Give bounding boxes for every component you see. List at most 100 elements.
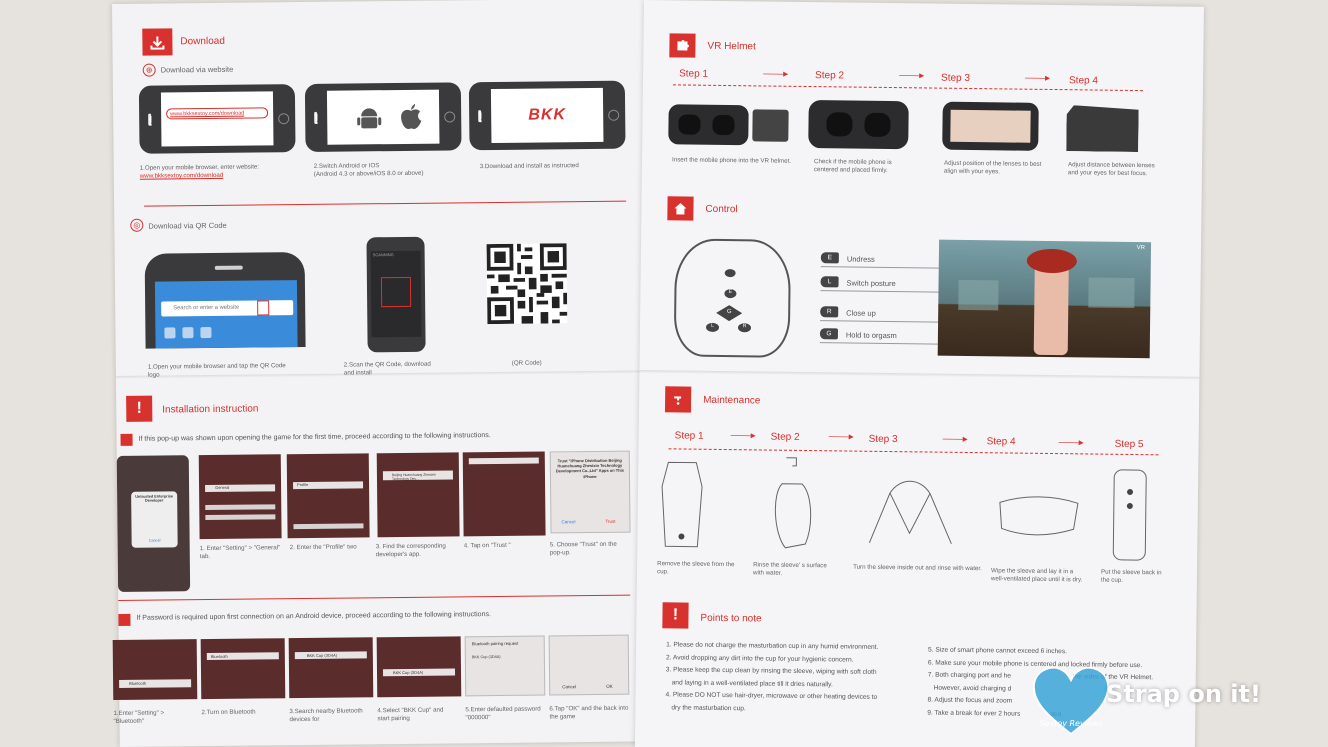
home-icon [667,196,694,221]
maintenance-caption-1: Remove the sleeve from the cup. [656,560,735,576]
vr-badge: VR [1136,245,1146,252]
ios-note: If this pop-up was shown upon opening th… [138,432,491,443]
arrow-icon: ——▸ [899,70,925,82]
android-confirm-screenshot: Cancel OK [548,634,630,696]
qr-scan-icon [257,300,270,316]
android-icon [357,108,382,129]
vr-caption-4: Adjust distance between lenses and your … [1067,161,1155,178]
maintenance-step-2: Step 2 [770,431,800,443]
maintenance-step-3: Step 3 [868,433,898,446]
android-bluetooth-screenshot: Bluetooth [200,638,286,700]
android-settings-screenshot: Bluetooth [112,639,198,701]
vr-step-3: Step 3 [941,72,971,84]
android-select-screenshot: BKK Cup (3D4A) [376,636,462,698]
apple-badge-icon [120,433,133,446]
points-title: Points to note [700,612,762,625]
key-e-badge: E [820,252,839,264]
manual-left-page: Download ⊕ Download via website www.bkks… [112,0,654,747]
qr-code-image [486,243,568,325]
control-switch-posture-label: Switch posture [846,278,896,289]
download-caption-3: 3.Download and install as instructed [479,162,579,171]
install-caption-2: 2. Enter the "Profile" two [289,543,357,552]
key-l-badge: L [820,276,839,288]
heart-logo-text: Sextoy Reviews [1039,719,1102,728]
sleeve-inside-out-image [868,480,952,544]
vr-caption-3: Adjust position of the lenses to best al… [943,159,1042,176]
download-title: Download [180,35,225,48]
points-left-list: 1. Please do not charge the masturbation… [665,641,879,713]
qr-caption-3: (QR Code) [511,359,542,367]
manual-right-page: VR Helmet Step 1 ——▸ Step 2 ——▸ Step 3 —… [634,0,1204,747]
install-caption-1: 1. Enter "Setting" > "General"tab. [199,544,281,561]
qr-search-input: Search or enter a website [161,300,294,317]
maintenance-step-1: Step 1 [674,430,704,442]
vr-helmet-step4-image [1066,105,1139,152]
phone-os-image: ! [304,82,462,152]
qr-target-icon: ◎ [130,218,144,232]
android-caption-1: 1.Enter "Setting" >"Bluetooth" [113,709,165,726]
page-fold [639,369,1200,380]
install-title: Installation instruction [162,403,259,416]
key-r-badge: R [820,306,839,318]
download-icon [142,28,173,56]
phone-qr-scan-image: SCANNING [366,236,426,353]
watermark-brand: Strap on it! [1106,680,1261,708]
control-hold-label: Hold to orgasm [845,330,897,341]
ios-trust-popup-screenshot: Trust "iPhone Distribution Beijing Huanc… [549,450,631,534]
bkk-logo: BKK [528,106,567,124]
control-close-up-label: Close up [846,308,876,318]
maintenance-caption-5: Put the sleeve back in the cup. [1100,568,1162,584]
vr-helmet-step3-image [942,101,1039,151]
android-caption-5: 5.Enter defaulted password"000000" [465,705,541,722]
ios-settings-general-screenshot: General [198,454,282,540]
install-warning-icon: ! [126,395,153,422]
maintenance-caption-4: Wipe the sleeve and lay it in a well-ven… [990,567,1083,584]
game-scene-image: VR [937,239,1152,359]
vr-helmet-step1-image [668,104,789,146]
vr-caption-1: Insert the mobile phone into the VR helm… [672,156,792,165]
cup-step5-image [1112,469,1147,561]
vr-step-2: Step 2 [815,70,845,82]
android-badge-icon [118,613,131,626]
faucet-icon [664,386,692,413]
download-via-website-label: Download via website [160,64,234,75]
ios-trust-screenshot [462,451,546,537]
key-g-badge: G [819,328,839,340]
android-caption-2: 2.Turn on Bluetooth [201,708,256,717]
sleeve-dry-image [999,496,1079,536]
maintenance-caption-2: Rinse the sleeve' s surface with water. [752,561,827,577]
heart-logo-icon: Sextoy Reviews [1032,666,1110,736]
qr-caption-1: 1.Open your mobile browser and tap the Q… [147,362,286,379]
puzzle-icon [669,33,696,58]
vr-helmet-step2-image [808,100,909,150]
vr-step-4: Step 4 [1068,75,1099,87]
cup-step1-image [661,461,703,548]
globe-icon: ⊕ [142,63,156,77]
maintenance-caption-3: Turn the sleeve inside out and rinse wit… [853,563,982,573]
ios-profile-screenshot: Profile [286,453,370,539]
arrow-icon: ——▸ [763,68,789,80]
url-bar: www.bkksextoy.com/download [166,107,269,120]
controller-image: E G L R [673,238,792,358]
install-divider [118,594,631,601]
android-pairing-screenshot: Bluetooth pairing request BKK Cup (3D4A) [464,635,546,697]
points-warning-icon: ! [662,602,689,629]
android-note: If Password is required upon first conne… [136,611,491,622]
download-caption-1: 1.Open your mobile browser, enter websit… [139,163,260,180]
vr-caption-2: Check if the mobile phone is centered an… [813,158,892,175]
vr-step-1: Step 1 [679,68,709,80]
maintenance-step-5: Step 5 [1114,438,1144,451]
section-divider [144,200,627,207]
install-caption-4: 4. Tap on "Trust " [463,541,511,550]
phone-qr-browser-image: Search or enter a website [144,251,306,349]
sleeve-rinse-image [774,457,812,549]
ios-developer-app-screenshot: Beijing Huanchuang Zhesixin Technology D… [376,452,460,538]
download-caption-2: 2.Switch Android or IOS (Android 4.3 or … [313,162,424,178]
android-search-screenshot: BKK Cup (3D4A) [288,637,374,699]
ios-popup-screenshot: Untrusted Enterprise Developer Cancel [116,455,191,592]
